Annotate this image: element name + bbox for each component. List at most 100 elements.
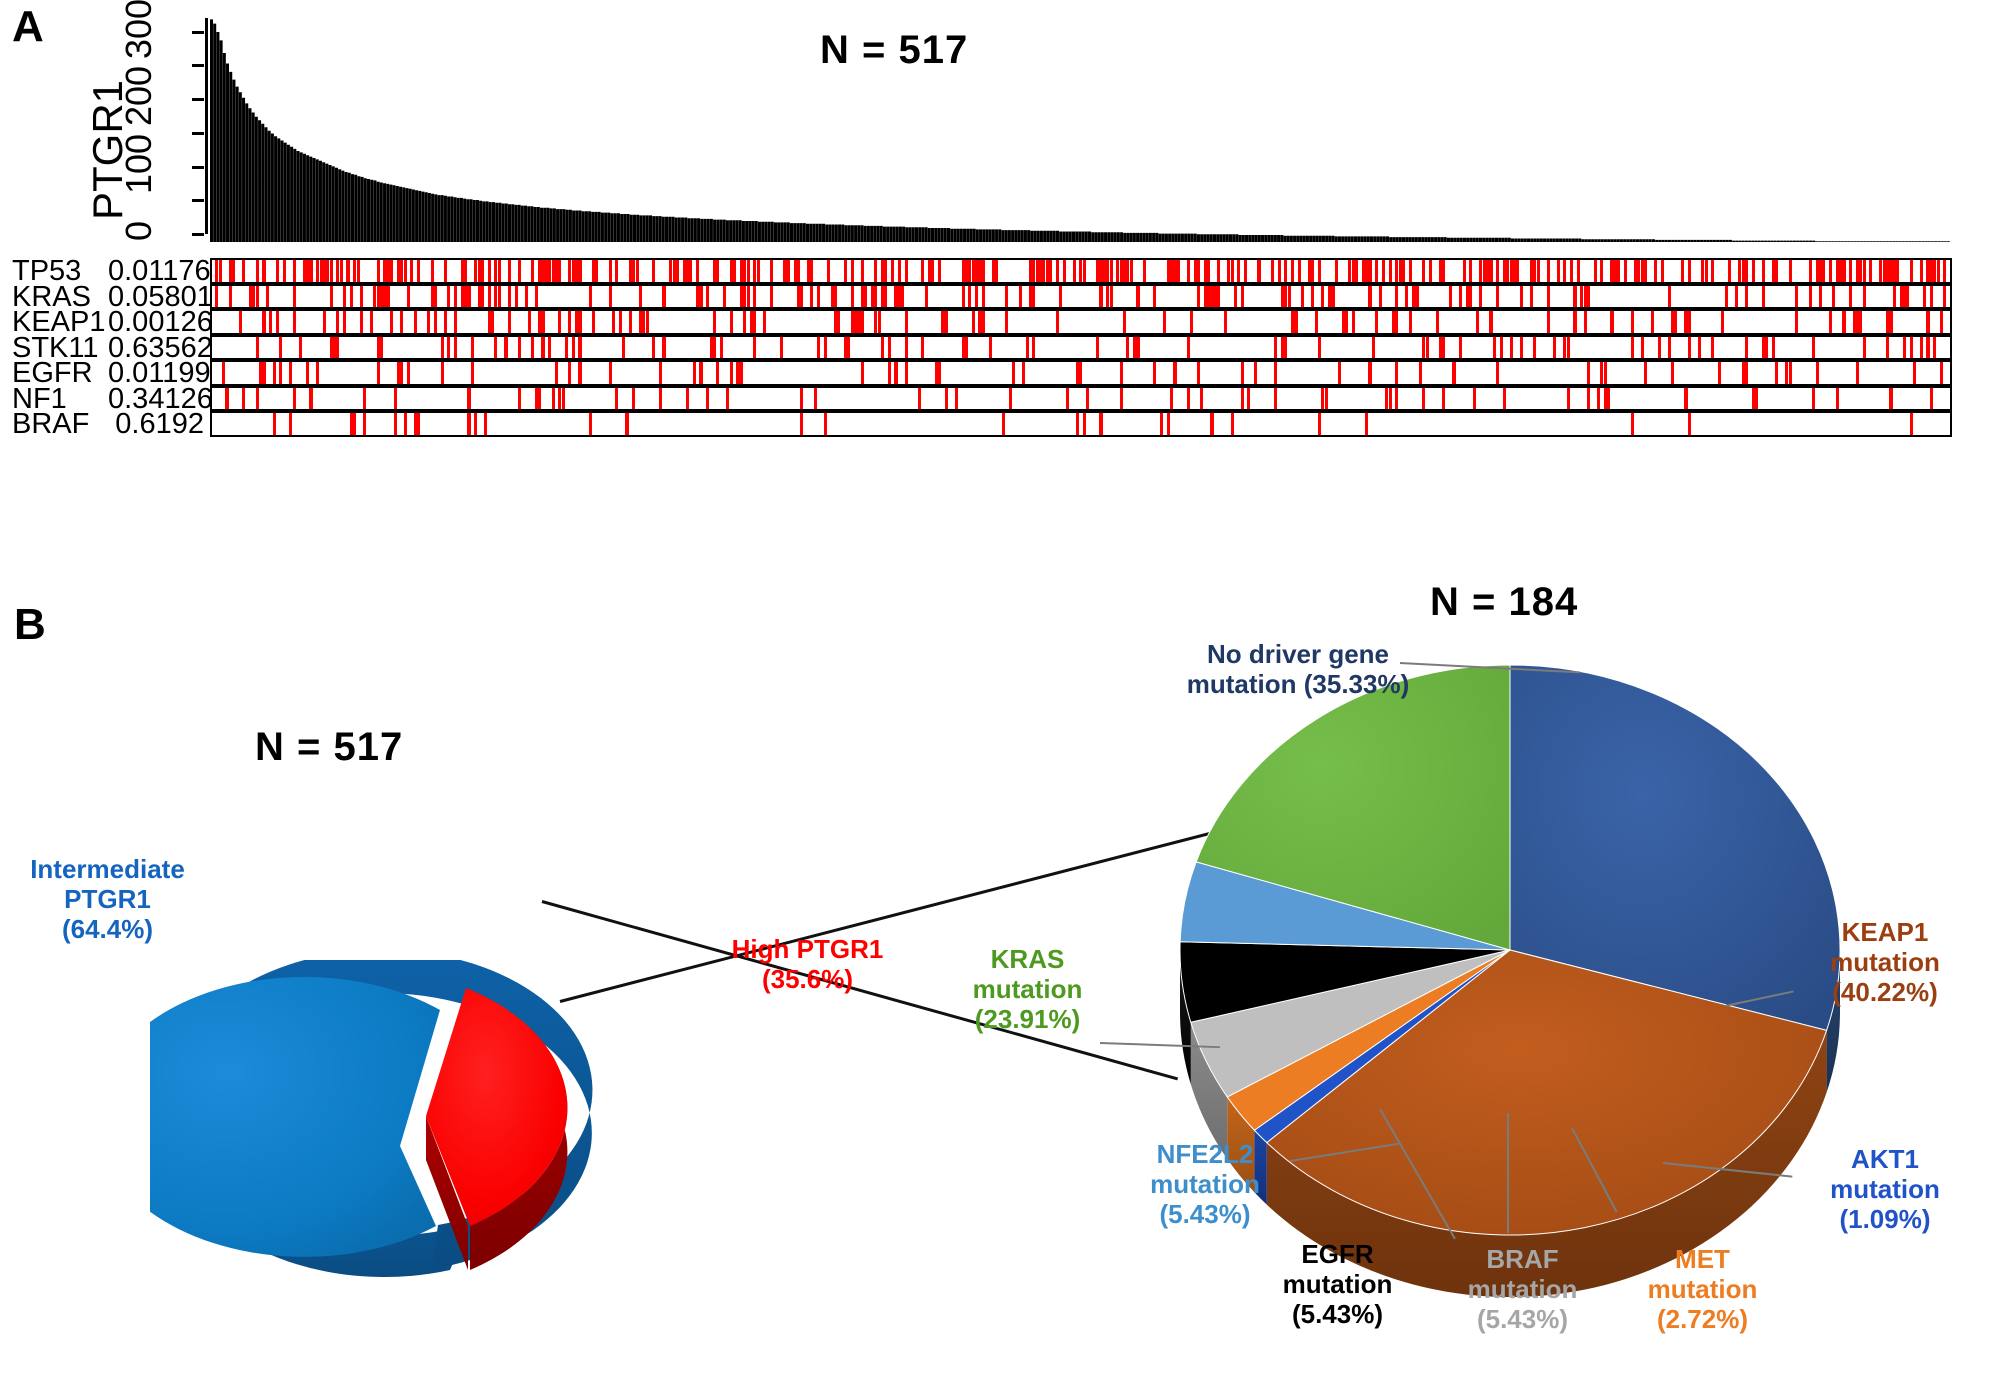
mutation-mark (1173, 362, 1177, 384)
mutation-mark (346, 260, 350, 282)
mutation-mark (568, 311, 572, 333)
mutation-mark (1102, 260, 1106, 282)
mutation-mark (988, 336, 992, 358)
mutation-mark (309, 387, 313, 409)
mutation-mark (595, 260, 599, 282)
mutation-mark (447, 336, 451, 358)
mutation-mark (376, 336, 380, 358)
mutation-mark (1166, 413, 1170, 435)
mutation-mark (719, 336, 723, 358)
mutation-mark (1062, 260, 1066, 282)
mutation-mark (1274, 362, 1278, 384)
mutation-mark (400, 362, 404, 384)
mutation-mark (1566, 387, 1570, 409)
pie-right-label-keap1-line3: (40.22%) (1832, 976, 1938, 1007)
mutation-mark (1529, 260, 1533, 282)
mutation-mark (1741, 260, 1745, 282)
mutation-mark (753, 285, 757, 307)
mutation-mark (1096, 336, 1100, 358)
mutation-mark (1929, 260, 1933, 282)
mutation-mark (336, 311, 340, 333)
mutation-mark (403, 413, 407, 435)
mutation-mark (1042, 260, 1046, 282)
mutation-mark (1822, 260, 1826, 282)
mutation-mark (756, 260, 760, 282)
mutation-mark (477, 285, 481, 307)
mutation-mark (588, 413, 592, 435)
gene-name-braf: BRAF (12, 408, 90, 440)
mutation-mark (699, 285, 703, 307)
pie-right-label-keap1: KEAP1 mutation (40.22%) (1790, 917, 1980, 1008)
mutation-mark (282, 260, 286, 282)
mutation-mark (316, 260, 320, 282)
mutation-mark (551, 387, 555, 409)
mutation-mark (292, 311, 296, 333)
mutation-mark (541, 311, 545, 333)
pie-right-label-kras: KRAS mutation (23.91%) (940, 944, 1115, 1035)
mutation-mark (971, 311, 975, 333)
mutation-mark (706, 285, 710, 307)
mutation-mark (1536, 260, 1540, 282)
pie-left-chart (150, 960, 593, 1278)
mutation-mark (578, 336, 582, 358)
pie-right-slice-side-braf (1190, 1022, 1228, 1159)
gene-pvalue-kras: 0.05801 (108, 280, 213, 313)
mutation-mark (1744, 362, 1749, 384)
mutation-mark (1667, 285, 1671, 307)
mutation-mark (739, 362, 743, 384)
mutation-mark (1563, 336, 1567, 358)
mutation-mark (850, 311, 854, 333)
mutation-mark (662, 285, 666, 307)
mutation-track-keap1 (210, 309, 1952, 335)
mutation-mark (1344, 311, 1348, 333)
mutation-mark (497, 285, 501, 307)
mutation-mark (1412, 285, 1416, 307)
mutation-mark (484, 413, 488, 435)
mutation-mark (706, 387, 710, 409)
mutation-mark (968, 285, 972, 307)
mutation-mark (1670, 311, 1675, 333)
mutation-mark (517, 387, 521, 409)
mutation-mark (1032, 260, 1036, 282)
mutation-mark (1650, 311, 1654, 333)
mutation-mark (1028, 285, 1032, 307)
mutation-mark (460, 285, 464, 307)
pie-right-label-braf-line1: BRAF (1486, 1244, 1559, 1274)
mutation-mark (1795, 311, 1799, 333)
pie-right-label-kras-line2: mutation (972, 973, 1083, 1004)
mutation-mark (1368, 260, 1372, 282)
mutation-mark (796, 285, 801, 307)
mutation-mark (538, 260, 542, 282)
mutation-mark (1815, 260, 1819, 282)
mutation-mark (1395, 311, 1399, 333)
mutation-mark (1462, 260, 1466, 282)
mutation-mark (1240, 362, 1244, 384)
mutation-mark (813, 387, 817, 409)
pie-right-label-met-line1: MET (1675, 1244, 1730, 1274)
mutation-mark (860, 285, 864, 307)
mutation-mark (1489, 311, 1493, 333)
mutation-mark (1509, 260, 1513, 282)
mutation-mark (531, 260, 535, 282)
mutation-mark (891, 260, 895, 282)
gene-pvalue-braf: 0.6192 (115, 408, 204, 440)
mutation-mark (968, 260, 972, 282)
mutation-mark (1274, 387, 1278, 409)
mutation-mark (1603, 362, 1607, 384)
mutation-mark (1230, 413, 1234, 435)
mutation-mark (1711, 336, 1715, 358)
mutation-mark (1815, 362, 1819, 384)
mutation-mark (894, 285, 898, 307)
mutation-mark (1644, 260, 1648, 282)
mutation-mark (1227, 260, 1231, 282)
mutation-mark (615, 387, 619, 409)
mutation-mark (467, 387, 471, 409)
mutation-mark (326, 260, 330, 282)
pie-left-n-title: N = 517 (255, 725, 404, 769)
mutation-mark (1072, 260, 1076, 282)
pie-right-slice-side-no-driver (1826, 950, 1840, 1093)
mutation-mark (739, 260, 743, 282)
mutation-mark (1580, 285, 1584, 307)
mutation-mark (1603, 387, 1607, 409)
mutation-mark (1751, 387, 1755, 409)
